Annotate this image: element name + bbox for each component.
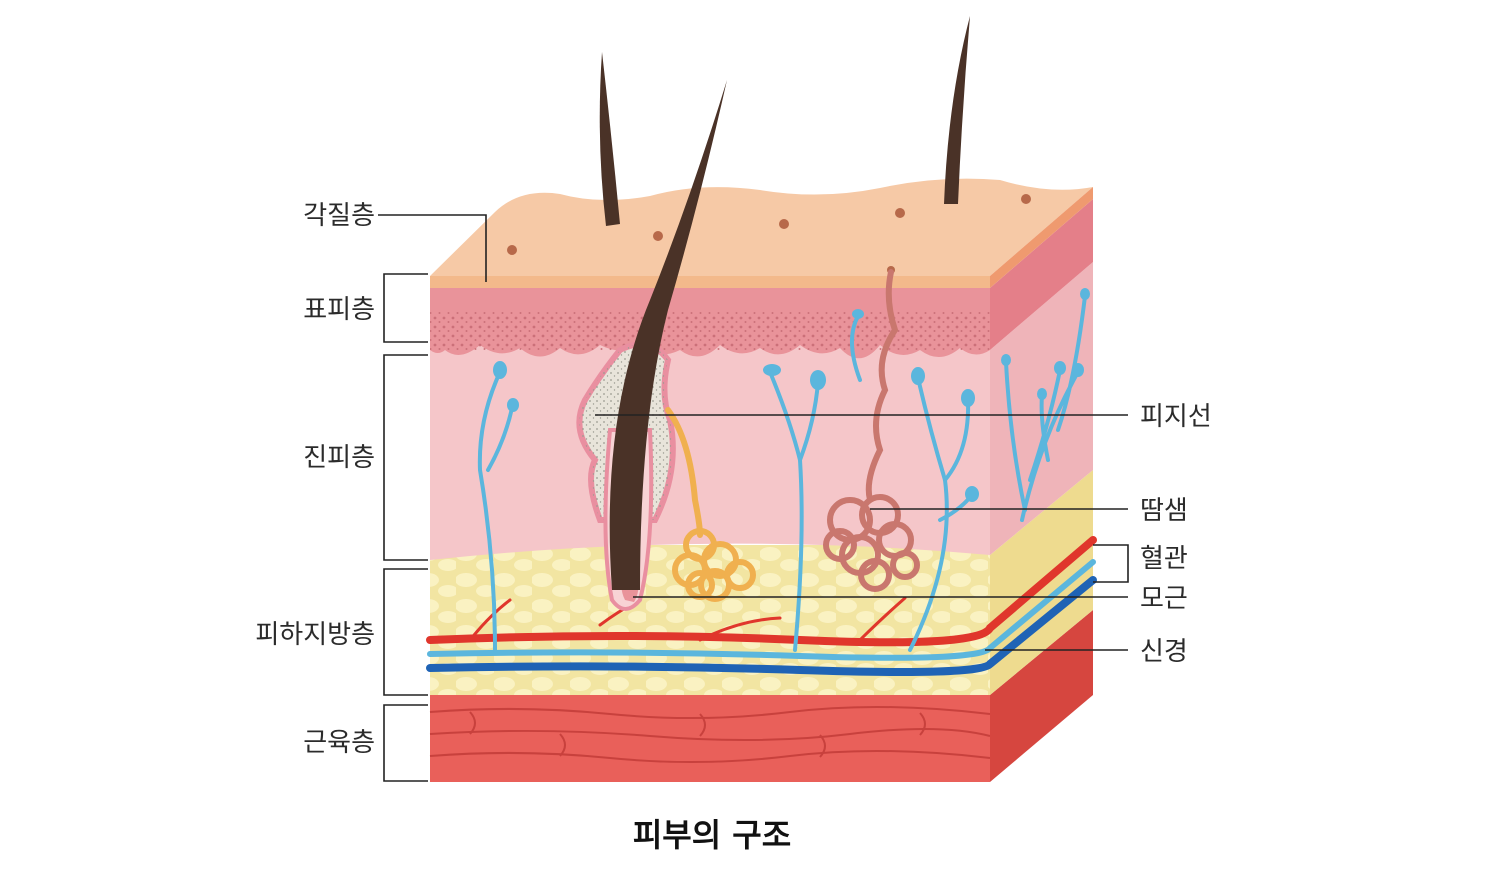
label-sweat-gland: 땀샘: [1140, 496, 1188, 526]
label-dermis: 진피층: [303, 443, 375, 473]
hair-shafts: [599, 16, 970, 590]
artery: [426, 536, 1097, 647]
label-blood-vessel: 혈관: [1140, 544, 1188, 574]
vein: [426, 576, 1097, 676]
main-hair: [609, 80, 727, 590]
nerve-branches: [477, 294, 1087, 652]
label-muscle: 근육층: [303, 728, 375, 758]
label-nerve: 신경: [1140, 637, 1188, 667]
muscle-fibers: [429, 705, 991, 764]
side-epidermis: [990, 199, 1093, 350]
nerve-trunk: [427, 559, 1096, 661]
label-subcutaneous: 피하지방층: [255, 620, 375, 650]
side-muscle: [990, 610, 1093, 782]
label-hair-root: 모근: [1140, 584, 1188, 614]
sweat-gland: [823, 269, 920, 592]
left-labels: 각질층 표피층 진피층 피하지방층 근육층: [255, 201, 487, 782]
right-labels: 피지선 땀샘 혈관 모근 신경: [595, 402, 1212, 667]
skin-surface: [430, 178, 1093, 276]
nerve-endings: [493, 288, 1090, 502]
figure-caption: 피부의 구조: [633, 816, 791, 854]
dermis-layer: [430, 340, 990, 560]
label-stratum-corneum: 각질층: [303, 201, 375, 231]
label-sebaceous-gland: 피지선: [1140, 402, 1212, 432]
stratum-corneum-edge: [430, 276, 990, 288]
oil-duct: [665, 407, 756, 602]
skin-block: [429, 178, 1093, 782]
label-epidermis: 표피층: [303, 295, 375, 325]
